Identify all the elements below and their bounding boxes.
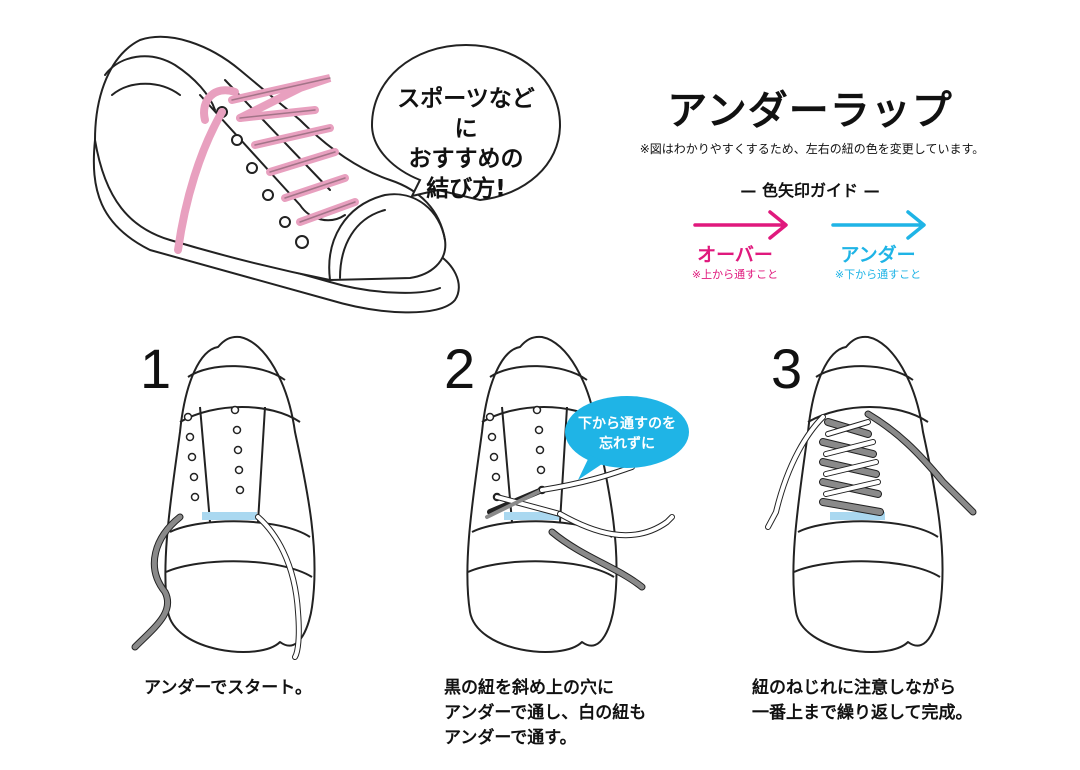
page-title: アンダーラップ <box>667 88 953 134</box>
over-label: オーバー <box>697 244 773 266</box>
hint-line: 忘れずに <box>599 436 655 452</box>
under-sub-label: ※下から通すこと <box>834 268 922 281</box>
over-sub-label: ※上から通すこと <box>691 268 779 281</box>
step2-caption: 黒の紐を斜め上の穴に アンダーで通し、白の紐も アンダーで通す。 <box>444 676 646 751</box>
speech-line: おすすめの <box>408 146 524 172</box>
step1-number: 1 <box>140 337 172 400</box>
step1-shoe-illustration <box>131 335 316 660</box>
caption-line: アンダーで通す。 <box>444 728 577 748</box>
step3-shoe-illustration <box>765 335 977 653</box>
speech-bubble-text: スポーツなどに おすすめの 結び方! <box>386 84 546 204</box>
color-guide-title: — 色矢印ガイド — <box>740 181 880 200</box>
hint-line: 下から通すのを <box>578 416 676 432</box>
color-note: ※図はわかりやすくするため、左右の紐の色を変更しています。 <box>639 142 985 156</box>
step3-number: 3 <box>771 337 803 400</box>
under-label: アンダー <box>840 244 916 266</box>
caption-line: 一番上まで繰り返して完成。 <box>752 703 973 723</box>
step3-caption: 紐のねじれに注意しながら 一番上まで繰り返して完成。 <box>752 676 973 726</box>
speech-line: スポーツなどに <box>397 86 535 142</box>
caption-line: アンダーでスタート。 <box>144 678 312 698</box>
step2-hint-text: 下から通すのを 忘れずに <box>562 414 692 454</box>
step1-caption: アンダーでスタート。 <box>144 676 312 701</box>
caption-line: 黒の紐を斜め上の穴に <box>444 678 614 698</box>
step2-number: 2 <box>444 337 476 400</box>
caption-line: 紐のねじれに注意しながら <box>752 678 956 698</box>
caption-line: アンダーで通し、白の紐も <box>444 703 647 723</box>
speech-line: 結び方! <box>426 176 506 202</box>
